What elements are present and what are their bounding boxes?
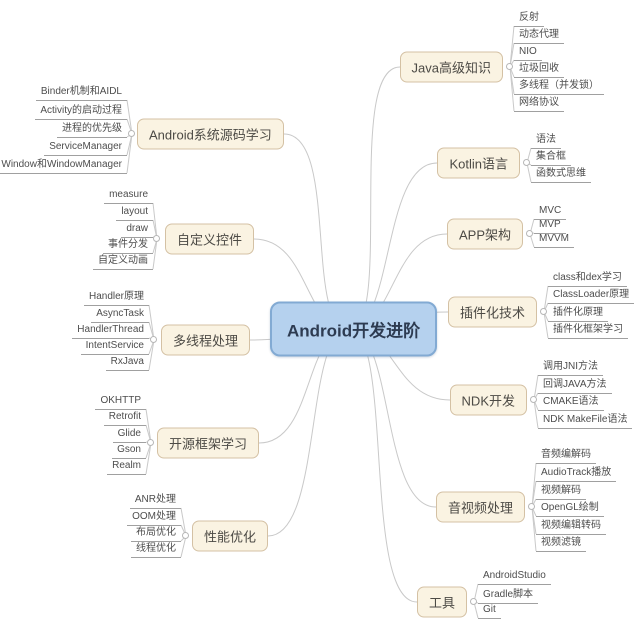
collapse-handle[interactable] <box>182 532 189 539</box>
collapse-handle[interactable] <box>470 598 477 605</box>
leaf-item[interactable]: CMAKE语法 <box>538 396 604 411</box>
collapse-handle[interactable] <box>530 396 537 403</box>
branch-node[interactable]: Android系统源码学习 <box>137 118 284 150</box>
collapse-handle[interactable] <box>153 235 160 242</box>
leaf-item[interactable]: 集合框 <box>531 151 571 166</box>
leaf-item[interactable]: 网络协议 <box>514 97 564 112</box>
leaf-item[interactable]: ServiceManager <box>44 141 127 156</box>
leaf-item[interactable]: 视频解码 <box>536 485 586 500</box>
leaf-item[interactable]: NDK MakeFile语法 <box>538 414 633 429</box>
branch-node[interactable]: 插件化技术 <box>447 296 537 328</box>
leaf-item[interactable]: 插件化框架学习 <box>548 324 628 339</box>
leaf-item[interactable]: Handler原理 <box>83 291 149 306</box>
leaf-item[interactable]: 函数式思维 <box>531 168 591 183</box>
leaf-item[interactable]: AndroidStudio <box>478 570 551 585</box>
leaf-item[interactable]: 视频滤镜 <box>536 537 586 552</box>
leaf-item[interactable]: 线程优化 <box>131 543 181 558</box>
leaf-item[interactable]: Retrofit <box>103 411 146 426</box>
leaf-item[interactable]: MVP <box>534 219 566 234</box>
leaf-item[interactable]: 布局优化 <box>131 527 181 542</box>
leaf-item[interactable]: class和dex学习 <box>548 272 627 287</box>
leaf-item[interactable]: OpenGL绘制 <box>536 502 604 517</box>
collapse-handle[interactable] <box>506 63 513 70</box>
leaf-item[interactable]: MVVM <box>534 233 574 248</box>
leaf-item[interactable]: ClassLoader原理 <box>548 289 635 304</box>
leaf-item[interactable]: Gson <box>112 444 146 459</box>
leaf-item[interactable]: NIO <box>514 46 542 61</box>
leaf-item[interactable]: 垃圾回收 <box>514 63 564 78</box>
leaf-item[interactable]: 语法 <box>531 134 561 149</box>
branch-node[interactable]: 工具 <box>416 586 467 618</box>
leaf-item[interactable]: OOM处理 <box>127 511 181 526</box>
collapse-handle[interactable] <box>526 230 533 237</box>
branch-node[interactable]: 多线程处理 <box>161 324 251 356</box>
branch-node[interactable]: Java高级知识 <box>399 51 503 83</box>
leaf-item[interactable]: OKHTTP <box>95 395 146 410</box>
leaf-item[interactable]: measure <box>104 189 153 204</box>
branch-node[interactable]: 开源框架学习 <box>157 427 260 459</box>
leaf-item[interactable]: layout <box>116 206 153 221</box>
branch-node[interactable]: Kotlin语言 <box>437 147 520 179</box>
leaf-item[interactable]: 进程的优先级 <box>57 123 127 138</box>
branch-node[interactable]: 性能优化 <box>192 520 269 552</box>
collapse-handle[interactable] <box>147 439 154 446</box>
leaf-item[interactable]: MVC <box>534 205 567 220</box>
leaf-item[interactable]: Glide <box>112 428 146 443</box>
leaf-item[interactable]: ANR处理 <box>129 494 181 509</box>
leaf-item[interactable]: Git <box>478 604 501 619</box>
leaf-item[interactable]: 多线程（并发锁） <box>514 80 604 95</box>
leaf-item[interactable]: RxJava <box>105 356 149 371</box>
collapse-handle[interactable] <box>128 130 135 137</box>
leaf-item[interactable]: Window和WindowManager <box>0 159 127 174</box>
leaf-item[interactable]: 反射 <box>514 12 544 27</box>
leaf-item[interactable]: Realm <box>107 460 146 475</box>
branch-node[interactable]: 音视频处理 <box>435 491 525 523</box>
leaf-item[interactable]: 调用JNI方法 <box>538 361 603 376</box>
leaf-item[interactable]: 音频编解码 <box>536 449 596 464</box>
branch-node[interactable]: 自定义控件 <box>165 223 255 255</box>
collapse-handle[interactable] <box>150 336 157 343</box>
collapse-handle[interactable] <box>540 308 547 315</box>
collapse-handle[interactable] <box>528 503 535 510</box>
leaf-item[interactable]: HandlerThread <box>72 324 149 339</box>
leaf-item[interactable]: 自定义动画 <box>93 255 153 270</box>
leaf-item[interactable]: AsyncTask <box>91 308 149 323</box>
leaf-item[interactable]: 插件化原理 <box>548 307 608 322</box>
leaf-item[interactable]: Gradle脚本 <box>478 589 539 604</box>
central-topic[interactable]: Android开发进阶 <box>270 301 438 357</box>
leaf-item[interactable]: Activity的启动过程 <box>35 105 127 120</box>
leaf-item[interactable]: 回调JAVA方法 <box>538 379 612 394</box>
leaf-item[interactable]: AudioTrack播放 <box>536 467 617 482</box>
collapse-handle[interactable] <box>523 159 530 166</box>
branch-node[interactable]: APP架构 <box>446 218 523 250</box>
leaf-item[interactable]: 动态代理 <box>514 29 564 44</box>
leaf-item[interactable]: IntentService <box>80 340 149 355</box>
leaf-item[interactable]: Binder机制和AIDL <box>35 86 127 101</box>
leaf-item[interactable]: 视频编辑转码 <box>536 520 606 535</box>
leaf-item[interactable]: draw <box>121 223 153 238</box>
branch-node[interactable]: NDK开发 <box>449 384 527 416</box>
leaf-item[interactable]: 事件分发 <box>103 239 153 254</box>
